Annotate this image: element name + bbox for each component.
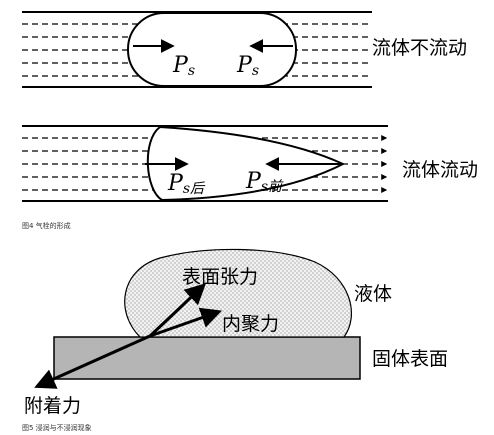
pressure-label-left: Ps [172,53,195,79]
arrow-cohesion [149,307,222,338]
pressure-label-rear: Ps后 [167,171,206,197]
label-fluid-still: 流体不流动 [372,37,467,59]
label-fluid-flow: 流体流动 [402,159,478,181]
caption-figure5: 图5 浸润与不浸润现象 [22,423,92,432]
pipe-still: Ps Ps [22,11,372,88]
label-liquid: 液体 [354,283,392,305]
pressure-label-right: Ps [236,53,259,79]
solid-surface [53,336,361,380]
arrow-adhesion [34,334,151,389]
air-bubble-still [127,12,297,87]
label-adhesion: 附着力 [24,395,81,417]
label-surface-tension: 表面张力 [182,266,258,288]
pressure-label-front: Ps前 [245,169,284,195]
caption-figure4: 图4 气栓的形成 [22,221,71,230]
air-bubble-deformed [146,125,346,202]
label-cohesion: 内聚力 [222,313,279,335]
label-solid-surface: 固体表面 [372,348,448,370]
liquid-droplet [124,248,352,338]
pipe-flow: Ps后 Ps前 [22,125,388,202]
arrow-surface-tension [148,283,207,338]
